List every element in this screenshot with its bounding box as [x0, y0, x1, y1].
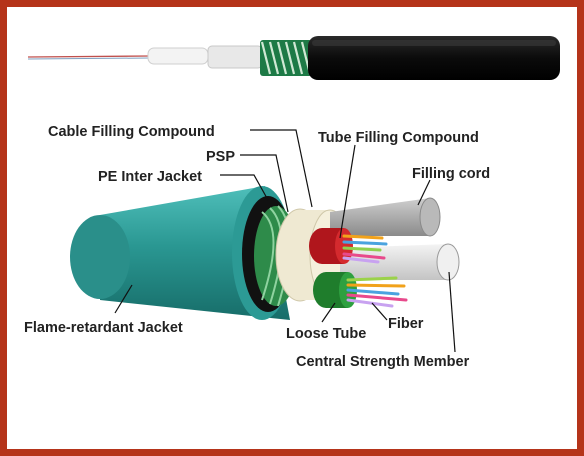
- fiber-strand-photo: [27, 55, 151, 58]
- filling-cord: [330, 198, 430, 236]
- outer-black-jacket-photo: [308, 36, 560, 80]
- central-strength-member: [340, 244, 448, 280]
- label-fiber: Fiber: [388, 316, 424, 332]
- label-pe-inter-jacket: PE Inter Jacket: [98, 169, 202, 185]
- fibers-green-tube: [346, 276, 408, 308]
- label-filling-cord: Filling cord: [412, 166, 490, 182]
- white-tube-photo: [147, 47, 209, 65]
- fiber-strand-photo-2: [27, 57, 151, 60]
- label-psp: PSP: [206, 149, 235, 165]
- armor-photo: [260, 40, 312, 76]
- cable-cross-section: [70, 186, 460, 320]
- fibers-red-tube: [342, 234, 388, 264]
- cable-photo: [27, 36, 560, 80]
- label-tube-filling-compound: Tube Filling Compound: [318, 130, 479, 146]
- label-cable-filling-compound: Cable Filling Compound: [48, 124, 215, 140]
- label-loose-tube: Loose Tube: [286, 326, 366, 342]
- inner-sheath-photo: [207, 45, 263, 69]
- label-central-strength-member: Central Strength Member: [296, 354, 470, 370]
- jacket-end: [70, 215, 130, 299]
- leader-lines: [114, 129, 456, 353]
- label-flame-retardant-jacket: Flame-retardant Jacket: [24, 320, 183, 336]
